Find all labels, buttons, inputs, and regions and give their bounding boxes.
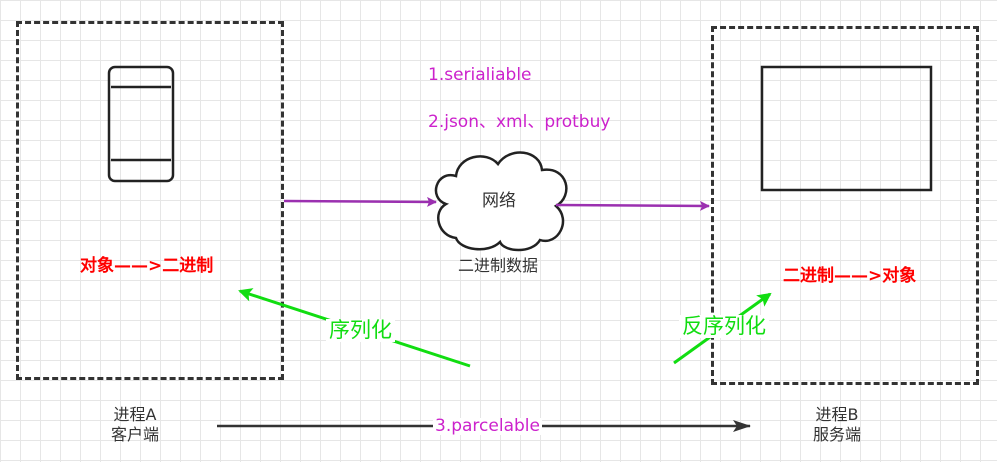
client-process-name: 进程A	[113, 405, 157, 424]
server-process-name: 进程B	[815, 405, 859, 424]
client-process-label: 进程A 客户端	[95, 405, 175, 445]
server-role: 服务端	[812, 425, 861, 444]
client-conversion-label: 对象——>二进制	[80, 256, 214, 276]
client-process-box	[16, 21, 284, 380]
serialize-label: 序列化	[326, 319, 395, 342]
network-to-server-arrow	[555, 200, 710, 211]
client-to-network-arrow	[283, 196, 437, 207]
cloud-icon	[434, 151, 568, 252]
network-label: 网络	[482, 191, 516, 211]
deserialize-label: 反序列化	[679, 315, 769, 338]
binary-data-label: 二进制数据	[458, 256, 539, 275]
monitor-icon	[760, 65, 933, 192]
phone-icon	[107, 65, 175, 183]
method-serializable: 1.serialiable	[428, 65, 532, 85]
server-process-label: 进程B 服务端	[797, 405, 877, 445]
client-role: 客户端	[110, 425, 159, 444]
server-process-box	[711, 26, 979, 385]
server-conversion-label: 二进制——>对象	[783, 266, 917, 286]
method-json-xml-protobuf: 2.json、xml、protbuy	[428, 112, 611, 132]
method-parcelable: 3.parcelable	[433, 416, 542, 436]
